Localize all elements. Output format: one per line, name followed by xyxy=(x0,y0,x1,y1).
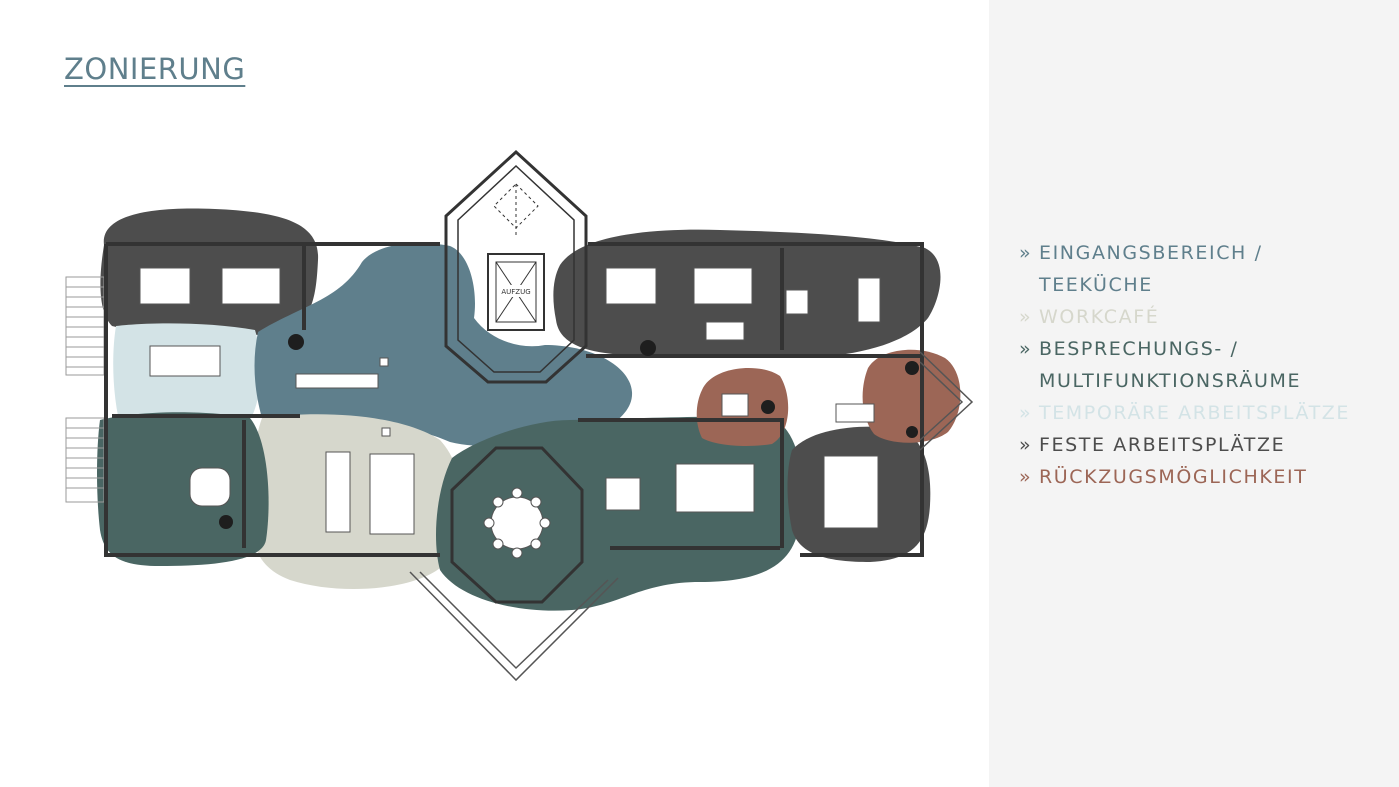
round-table xyxy=(483,487,551,559)
legend-item-label: TEMPORÄRE ARBEITSPLÄTZE xyxy=(1039,402,1351,424)
legend-marker: » xyxy=(1019,338,1033,360)
legend-item-label: BESPRECHUNGS- / xyxy=(1039,338,1239,360)
legend-item-workcafe: » WORKCAFÉ xyxy=(1019,301,1350,333)
legend-panel xyxy=(989,0,1399,787)
desks xyxy=(139,267,881,535)
octagon-room xyxy=(450,446,584,604)
stairs-left xyxy=(65,276,105,503)
legend-item-label: MULTIFUNKTIONSRÄUME xyxy=(1039,370,1302,392)
legend-item-label: FESTE ARBEITSPLÄTZE xyxy=(1039,434,1286,456)
tower xyxy=(444,149,588,384)
legend-marker: » xyxy=(1019,466,1033,488)
zone-legend: » EINGANGSBEREICH / TEEKÜCHE » WORKCAFÉ » BESP… xyxy=(1019,237,1350,493)
elevator: AUFZUG xyxy=(487,253,545,331)
legend-marker: » xyxy=(1019,434,1033,456)
legend-item-label: EINGANGSBEREICH / xyxy=(1039,242,1263,264)
legend-marker: » xyxy=(1019,402,1033,424)
legend-item-fest: » FESTE ARBEITSPLÄTZE xyxy=(1019,429,1350,461)
legend-item-temporaer: » TEMPORÄRE ARBEITSPLÄTZE xyxy=(1019,397,1350,429)
corner-wedge xyxy=(919,351,974,451)
legend-item-besprechung: » BESPRECHUNGS- / MULTIFUNKTIONSRÄUME xyxy=(1019,333,1350,397)
page-title: ZONIERUNG xyxy=(64,52,246,86)
zone-eingang xyxy=(254,243,633,447)
elevator-label: AUFZUG xyxy=(501,288,530,296)
plants xyxy=(219,334,919,529)
legend-item-label: RÜCKZUGSMÖGLICHKEIT xyxy=(1039,466,1308,488)
entrance-wedge xyxy=(409,571,619,682)
zone-fest-top-left xyxy=(100,208,319,336)
zone-workcafe xyxy=(251,414,462,590)
legend-item-rueckzug: » RÜCKZUGSMÖGLICHKEIT xyxy=(1019,461,1350,493)
legend-item-eingang: » EINGANGSBEREICH / TEEKÜCHE xyxy=(1019,237,1350,301)
walls xyxy=(104,242,924,557)
legend-item-label: TEEKÜCHE xyxy=(1039,274,1153,296)
floor-plan: AUFZUG xyxy=(65,149,974,682)
legend-marker: » xyxy=(1019,242,1033,264)
legend-marker: » xyxy=(1019,306,1033,328)
legend-item-label: WORKCAFÉ xyxy=(1039,306,1160,328)
zone-rueckzug-right xyxy=(862,349,961,443)
